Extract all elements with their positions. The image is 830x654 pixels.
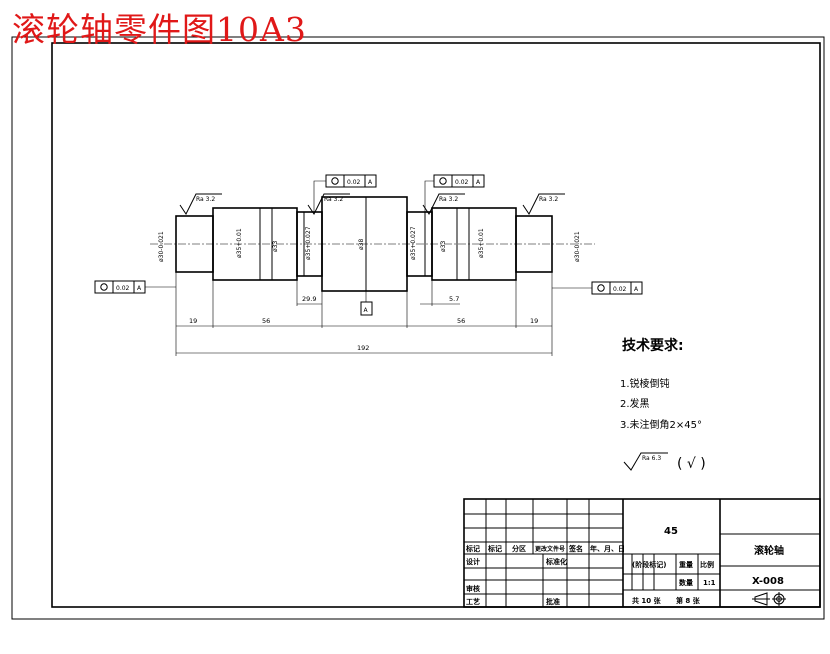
length-label: 19 bbox=[189, 317, 197, 325]
roughness-symbols: Ra 3.2 Ra 3.2 Ra 3.2 Ra 3.2 bbox=[179, 193, 565, 215]
sheet-count: 共 10 张 bbox=[632, 596, 662, 605]
length-label: 56 bbox=[457, 317, 465, 325]
approve-label: 批准 bbox=[546, 597, 560, 606]
diameter-label: ø35+0.01 bbox=[478, 228, 485, 258]
stage-mark: (阶段标记) bbox=[632, 560, 666, 569]
roughness-label: Ra 3.2 bbox=[439, 196, 458, 203]
page-title: 滚轮轴零件图10A3 bbox=[12, 10, 307, 49]
diameter-label: ø33 bbox=[440, 241, 447, 252]
length-label: 5.7 bbox=[449, 295, 459, 303]
tolerance-datum: A bbox=[368, 179, 373, 186]
tech-req-item: 1.锐棱倒钝 bbox=[620, 377, 670, 390]
tech-req-item: 3.未注倒角2×45° bbox=[620, 418, 702, 431]
diameter-label: ø35+0.01 bbox=[236, 228, 243, 258]
drawing-number: X-008 bbox=[752, 576, 784, 587]
technical-requirements: 技术要求: 1.锐棱倒钝 2.发黑 3.未注倒角2×45° Ra 6.3 ( √… bbox=[620, 337, 706, 472]
length-label: 29.9 bbox=[302, 295, 316, 303]
inner-frame bbox=[51, 42, 821, 608]
process-label: 工艺 bbox=[466, 597, 480, 606]
quantity-label: 数量 bbox=[679, 578, 693, 587]
diameter-label: ø30-0.021 bbox=[574, 231, 581, 262]
title-block-header: 更改文件号 bbox=[535, 545, 565, 553]
title-block-header: 分区 bbox=[512, 544, 526, 553]
length-dimensions: 19 56 29.9 56 19 5.7 192 bbox=[175, 272, 553, 356]
diameter-label: ø35+0.027 bbox=[410, 226, 417, 260]
weight-label: 重量 bbox=[679, 560, 693, 569]
scale-label: 比例 bbox=[700, 560, 714, 569]
tech-req-item: 2.发黑 bbox=[620, 397, 650, 410]
check-label: 审核 bbox=[466, 584, 480, 593]
material-value: 45 bbox=[664, 526, 678, 537]
title-block-header: 标记 bbox=[487, 544, 502, 553]
design-label: 设计 bbox=[466, 557, 480, 566]
title-block-header: 年、月、日 bbox=[590, 544, 625, 553]
tolerance-value: 0.02 bbox=[116, 285, 130, 292]
datum-label: A bbox=[364, 307, 369, 314]
standardize-label: 标准化 bbox=[545, 557, 567, 566]
length-label: 56 bbox=[262, 317, 270, 325]
general-roughness-label: Ra 6.3 bbox=[642, 455, 661, 462]
diameter-labels: ø30-0.021 ø35+0.01 ø33 ø35+0.027 ø38 ø35… bbox=[158, 226, 581, 262]
diameter-label: ø38 bbox=[358, 239, 365, 250]
outer-frame bbox=[11, 36, 825, 620]
projection-symbol bbox=[752, 592, 786, 606]
diameter-label: ø33 bbox=[272, 241, 279, 252]
title-block: 45 滚轮轴 X-008 标记 标记 分区 更改文件号 签名 年、月、日 设计 … bbox=[463, 498, 821, 608]
roughness-label: Ra 3.2 bbox=[539, 196, 558, 203]
tolerance-value: 0.02 bbox=[613, 286, 627, 293]
tolerance-frames: 0.02 A 0.02 A 0.02 A 0.02 A A bbox=[94, 174, 643, 316]
diameter-label: ø30-0.021 bbox=[158, 231, 165, 262]
tolerance-value: 0.02 bbox=[347, 179, 361, 186]
tolerance-datum: A bbox=[137, 285, 142, 292]
length-label: 19 bbox=[530, 317, 538, 325]
general-roughness-note: ( √ ) bbox=[677, 456, 706, 472]
shaft-profile bbox=[175, 196, 553, 292]
sheet-number: 第 8 张 bbox=[676, 596, 701, 605]
total-length-label: 192 bbox=[357, 344, 369, 352]
roughness-label: Ra 3.2 bbox=[324, 196, 343, 203]
diameter-label: ø35+0.027 bbox=[305, 226, 312, 260]
roughness-label: Ra 3.2 bbox=[196, 196, 215, 203]
title-block-header: 标记 bbox=[465, 544, 480, 553]
tolerance-value: 0.02 bbox=[455, 179, 469, 186]
tolerance-datum: A bbox=[634, 286, 639, 293]
scale-value: 1:1 bbox=[703, 579, 716, 587]
part-name: 滚轮轴 bbox=[754, 544, 784, 557]
title-block-header: 签名 bbox=[568, 544, 583, 553]
tech-req-heading: 技术要求: bbox=[622, 337, 684, 354]
tolerance-datum: A bbox=[476, 179, 481, 186]
